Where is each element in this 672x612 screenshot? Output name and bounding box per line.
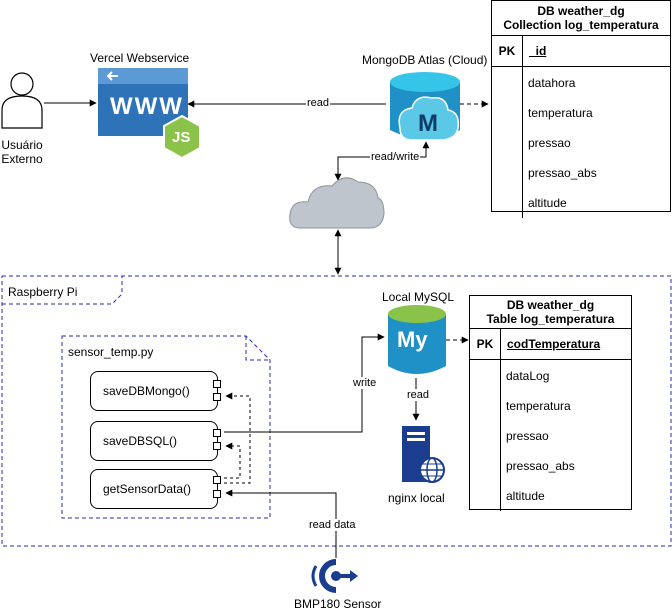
- pk-field: _id: [529, 44, 547, 58]
- pk-label: PK: [492, 36, 523, 66]
- table-field: temperatura: [506, 399, 571, 413]
- table-header: DB weather_dg Table log_temperatura: [470, 296, 631, 329]
- table-header: DB weather_dg Collection log_temperatura: [492, 1, 670, 36]
- port-top: [213, 429, 221, 437]
- function-savedbmongo[interactable]: saveDBMongo(): [90, 371, 221, 411]
- table-field-list: datahora temperatura pressao pressao_abs…: [492, 67, 670, 218]
- table-field: altitude: [506, 489, 545, 503]
- function-label: getSensorData(): [103, 482, 192, 496]
- nodejs-text: JS: [172, 129, 191, 146]
- edge-getsensordata-to-savedbsql: [224, 442, 241, 479]
- edge-label-read-local: read: [406, 389, 431, 401]
- table-field: temperatura: [528, 106, 593, 120]
- mysql-table: DB weather_dg Table log_temperatura PK c…: [469, 295, 632, 511]
- pk-label: PK: [470, 329, 501, 359]
- table-field: altitude: [528, 196, 567, 210]
- mysql-database-icon: [388, 305, 446, 374]
- table-title-collection: Collection log_temperatura: [503, 18, 659, 32]
- port-bottom: [213, 442, 221, 450]
- user-label: Usuário Externo: [1, 138, 43, 166]
- user-icon: [1, 72, 43, 129]
- www-text: WWW: [110, 93, 184, 120]
- edge-label-write: write: [352, 377, 378, 389]
- table-field-list: dataLog temperatura pressao pressao_abs …: [470, 360, 631, 511]
- vercel-label: Vercel Webservice: [90, 51, 190, 65]
- port-top: [213, 380, 221, 388]
- raspberry-pi-title: Raspberry Pi: [8, 285, 78, 299]
- function-getsensordata[interactable]: getSensorData(): [90, 469, 221, 509]
- table-title-table: Table log_temperatura: [486, 312, 615, 326]
- table-field: pressao: [528, 136, 571, 150]
- function-label: saveDBSQL(): [103, 434, 178, 448]
- edge-label-read-data: read data: [308, 519, 357, 531]
- mongodb-database-icon: [390, 72, 460, 141]
- raspberry-pi-group-border: [1, 275, 672, 547]
- internet-cloud-icon: [289, 177, 385, 229]
- table-field: pressao: [506, 429, 549, 443]
- nginx-label: nginx local: [388, 491, 445, 505]
- port-bottom: [213, 490, 221, 498]
- mongo-letter: M: [418, 110, 438, 137]
- edge-label-read-write: read/write: [370, 151, 421, 163]
- table-field: dataLog: [506, 369, 550, 383]
- edge-getsensordata-to-savedbmongo: [224, 392, 251, 484]
- table-field: datahora: [528, 76, 576, 90]
- table-field: pressao_abs: [528, 166, 597, 180]
- sensor-file-title: sensor_temp.py: [68, 345, 154, 359]
- sensor-icon: [311, 559, 358, 593]
- nginx-server-icon: [402, 426, 445, 483]
- pk-field: codTemperatura: [507, 337, 601, 351]
- mysql-label: Local MySQL: [382, 290, 455, 304]
- function-savedbsql[interactable]: saveDBSQL(): [90, 421, 221, 461]
- port-top: [213, 476, 221, 484]
- table-pk-row: PK _id: [492, 36, 670, 67]
- bmp180-label: BMP180 Sensor: [294, 597, 382, 611]
- table-field: pressao_abs: [506, 459, 575, 473]
- table-pk-row: PK codTemperatura: [470, 329, 631, 360]
- edge-sensor-to-getsensordata: [225, 489, 337, 558]
- nodejs-icon: [163, 114, 201, 160]
- mongo-label: MongoDB Atlas (Cloud): [362, 53, 488, 67]
- port-bottom: [213, 393, 221, 401]
- edge-label-read: read: [306, 97, 331, 109]
- table-title-db: DB weather_dg: [537, 4, 625, 18]
- sensor-file-border: [61, 335, 271, 519]
- function-label: saveDBMongo(): [103, 384, 190, 398]
- mongo-collection-table: DB weather_dg Collection log_temperatura…: [491, 0, 671, 218]
- mysql-letters: My: [397, 327, 428, 352]
- table-title-db: DB weather_dg: [506, 298, 595, 312]
